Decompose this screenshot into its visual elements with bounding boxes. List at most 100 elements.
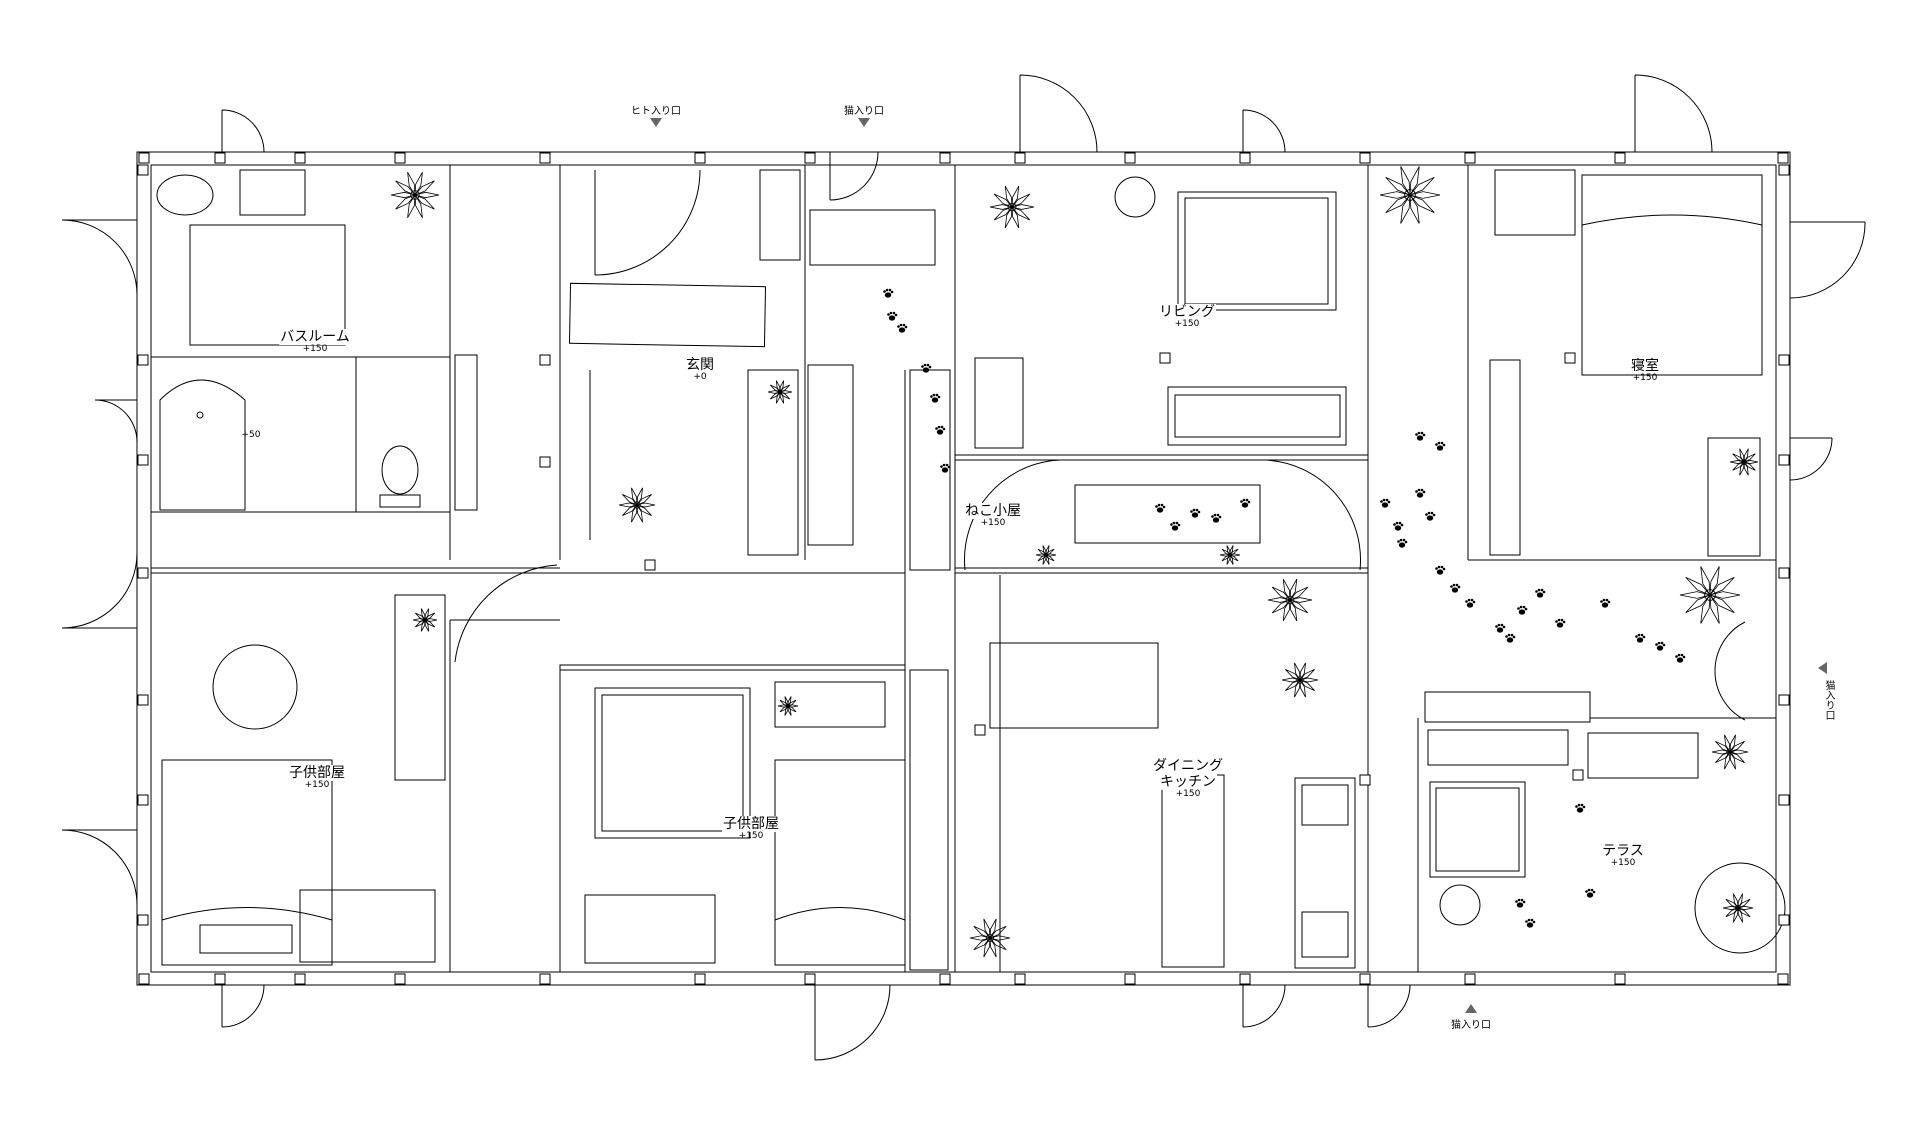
plant-leaf [1732, 893, 1739, 909]
plant-leaf [420, 608, 426, 621]
paw-toe [1415, 433, 1418, 436]
plant-leaf [414, 191, 440, 199]
plant-icon [1219, 545, 1241, 565]
paw-toe [1240, 500, 1243, 503]
paw-toe [1440, 565, 1444, 569]
plant-center [1043, 552, 1049, 558]
door-bottom-3 [1242, 984, 1286, 1028]
paw-print-icon [1240, 498, 1251, 508]
plant-icon [1711, 734, 1749, 770]
paw-pad [884, 292, 892, 298]
paw-toe [1385, 498, 1389, 502]
plant-leaf [1732, 453, 1745, 463]
paw-toe [940, 465, 943, 468]
paw-pad [1416, 492, 1424, 498]
paw-toe [1422, 433, 1426, 437]
plant-leaf [969, 935, 991, 941]
plant-leaf [775, 380, 781, 393]
kids1-pillow [199, 924, 293, 954]
plant-center [1285, 595, 1295, 605]
door-bottom-4 [1367, 984, 1411, 1028]
outer-wall-outer [136, 151, 1791, 986]
plant-leaf [779, 380, 785, 393]
bathroom-floor [189, 224, 346, 346]
plant-leaf [424, 612, 436, 621]
wall-column [694, 152, 706, 164]
wall-column [1124, 152, 1136, 164]
plant-icon [989, 185, 1035, 229]
plant-leaf [1299, 679, 1315, 691]
paw-toe [1512, 635, 1516, 639]
plant-leaf [1685, 577, 1711, 596]
label-cat-house: ねこ小屋 +150 [964, 502, 1022, 528]
paw-toe [1177, 523, 1181, 527]
paw-toe [1420, 488, 1424, 492]
room-name-living: リビング [1158, 304, 1216, 320]
paw-toe [1380, 500, 1383, 503]
paw-toe [1507, 633, 1511, 637]
paw-toe [1510, 633, 1514, 637]
paw-print-icon [897, 323, 908, 333]
plant-icon [777, 696, 799, 716]
paw-pad [1191, 512, 1199, 518]
plant-leaf [1729, 460, 1745, 464]
wall-column [1124, 973, 1136, 985]
plant-leaf [1737, 907, 1744, 923]
paw-toe [1575, 805, 1578, 808]
paw-toe [1442, 443, 1446, 447]
kids2-rug [594, 687, 751, 839]
wall-column [137, 567, 149, 579]
plant-leaf [1289, 597, 1313, 603]
paw-toe [1605, 598, 1609, 602]
paw-toe [1404, 540, 1408, 544]
terrace-bench [1587, 732, 1699, 779]
paw-toe [1216, 513, 1220, 517]
door-bottom-2 [814, 984, 891, 1061]
paw-print-icon [1465, 598, 1476, 608]
stove [1301, 911, 1349, 958]
wall-column [1239, 973, 1251, 985]
room-name-cat-house: ねこ小屋 [964, 503, 1022, 519]
paw-toe [1540, 588, 1544, 592]
plant-leaf [1724, 734, 1731, 753]
kids1-desk [299, 889, 436, 963]
plant-leaf [1724, 751, 1731, 770]
kids-hall-door [454, 564, 558, 663]
cat-stair-lower [909, 669, 949, 971]
cat-entry-right-label: 猫入り口 [1823, 680, 1834, 720]
plant-leaf [414, 612, 426, 621]
towel-rack [454, 354, 478, 511]
plant-leaf [1045, 548, 1055, 556]
label-dining-kitchen: ダイニング キッチン +150 [1152, 757, 1224, 799]
paw-pad [1394, 525, 1402, 531]
wall-column [1159, 352, 1171, 364]
paw-toe [935, 393, 939, 397]
room-name-bedroom: 寝室 [1630, 358, 1660, 374]
plant-leaf [1732, 461, 1745, 471]
plant-leaf [993, 206, 1013, 221]
plant-leaf [1743, 448, 1749, 463]
paw-toe [923, 363, 927, 367]
paw-print-icon [1600, 598, 1611, 608]
wall-column [1464, 973, 1476, 985]
wall-column [137, 454, 149, 466]
plant-leaf [414, 194, 423, 219]
paw-toe [1537, 588, 1541, 592]
plant-leaf [412, 618, 426, 622]
paw-toe [1195, 508, 1199, 512]
paw-print-icon [1450, 583, 1461, 593]
wall-column [694, 973, 706, 985]
paw-toe [1213, 513, 1217, 517]
plant-leaf [1299, 662, 1306, 681]
plant-leaf [395, 180, 416, 196]
paw-print-icon [1675, 653, 1686, 663]
paw-pad [1586, 892, 1594, 898]
wall-column [1778, 694, 1790, 706]
paw-toe [1662, 643, 1666, 647]
paw-print-icon [1535, 588, 1546, 598]
paw-pad [1436, 445, 1444, 451]
paw-print-icon [1415, 431, 1426, 441]
plant-leaf [424, 608, 430, 621]
plant-leaf [1409, 191, 1441, 199]
label-bathroom: バスルーム +150 [279, 328, 351, 354]
